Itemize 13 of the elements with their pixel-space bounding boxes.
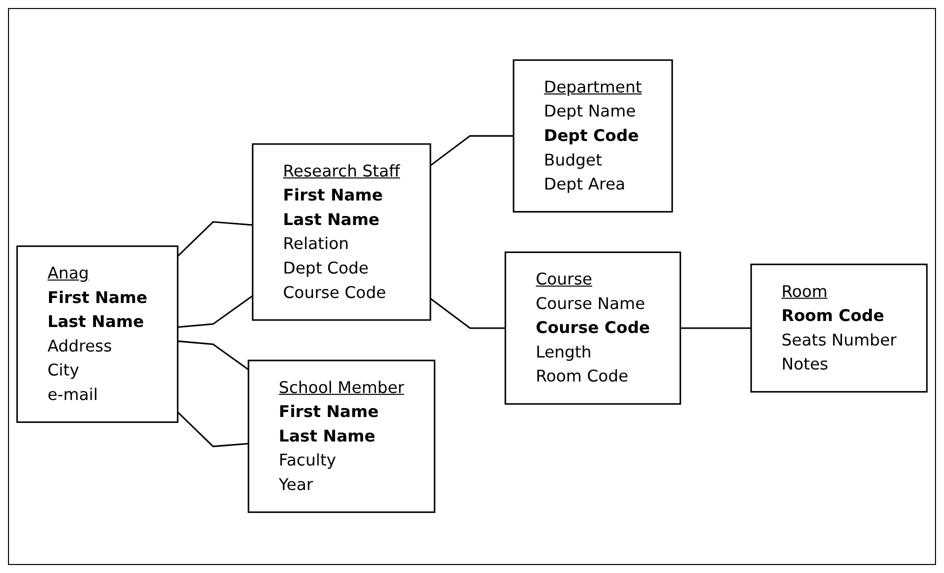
node-box: Course Course Name Course Code Length Room Code xyxy=(504,252,682,406)
node-box: Anag First Name Last Name Address City e-mail xyxy=(16,246,178,424)
connector xyxy=(178,295,254,328)
connector xyxy=(430,298,506,330)
node-box: Room Room Code Seats Number Notes xyxy=(750,264,928,393)
connector xyxy=(177,221,253,258)
node-box: School Member First Name Last Name Faculty Year xyxy=(248,360,436,514)
connector xyxy=(430,136,514,167)
node-box: Research Staff First Name Last Name Relation Dept Code Course Code xyxy=(252,144,432,322)
connector xyxy=(178,340,249,371)
node-box: Department Dept Name Dept Code Budget Dept Area xyxy=(512,60,673,213)
connector xyxy=(680,328,752,330)
connector xyxy=(177,412,249,448)
